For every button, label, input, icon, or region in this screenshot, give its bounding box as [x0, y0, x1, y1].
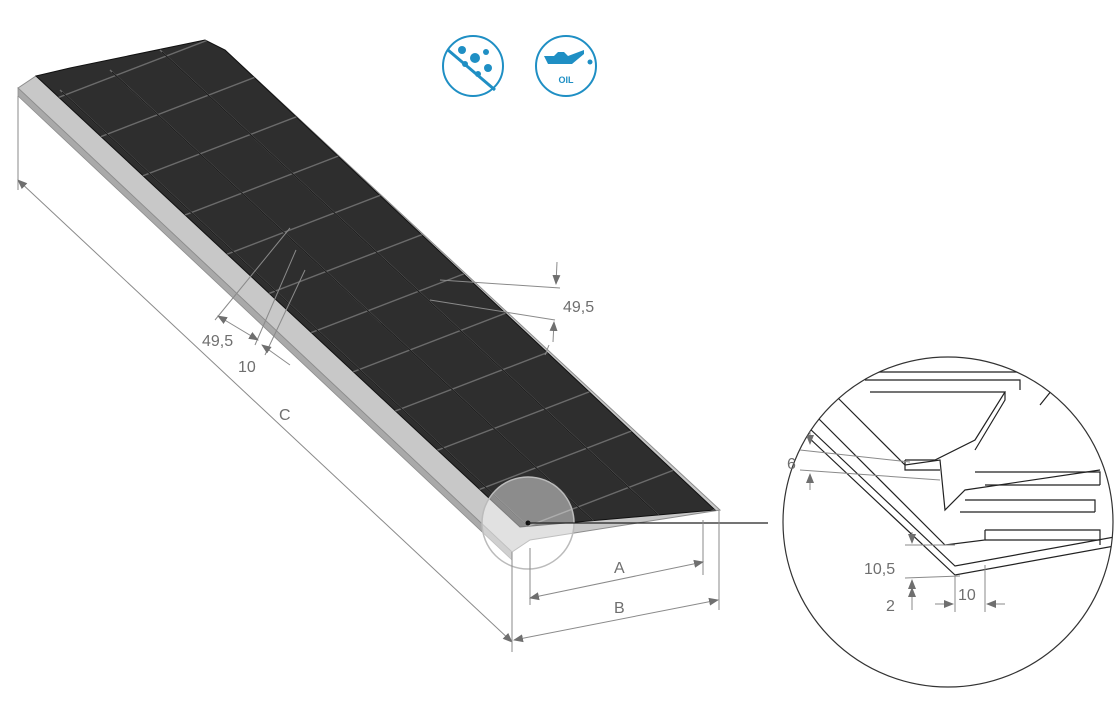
oil-label: OIL: [559, 75, 575, 85]
edge-margin-label: 10: [958, 587, 976, 604]
width-outer-label: B: [614, 600, 625, 617]
waterproof-icon: [442, 35, 504, 97]
total-height-label: 10,5: [864, 561, 895, 578]
pitch-vertical-label: 49,5: [563, 299, 594, 316]
base-thickness-label: 2: [886, 598, 895, 615]
length-label: C: [279, 407, 291, 424]
gap-label: 10: [238, 359, 256, 376]
width-inner-label: A: [614, 560, 625, 577]
detail-circle: [782, 356, 1114, 688]
pitch-horizontal-label: 49,5: [202, 333, 233, 350]
rib-height-label: 6: [787, 456, 796, 473]
oil-resistant-icon: OIL: [535, 35, 597, 97]
rubber-mat: [34, 39, 717, 528]
